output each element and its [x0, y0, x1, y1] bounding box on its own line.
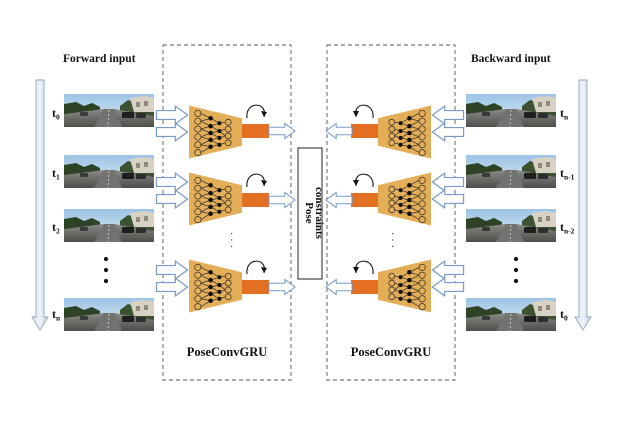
right-output-arrows [325, 122, 353, 296]
pose-constraints-line2: constraints [313, 187, 325, 240]
left-module-box [162, 44, 292, 381]
left-row-4 [189, 259, 269, 313]
encoder-icon [378, 259, 431, 313]
left-module-rows: · · · [189, 104, 269, 313]
encoder-icon [189, 172, 242, 226]
right-row-2 [351, 172, 431, 226]
backward-label-0: tn [560, 106, 569, 122]
input-arrow [155, 122, 189, 142]
backward-input-title: Backward input [471, 53, 551, 65]
forward-time-labels: t0 t1 t2 tn [52, 106, 61, 323]
gru-cell [351, 193, 378, 207]
forward-label-2: t2 [52, 220, 60, 236]
input-arrow [431, 260, 465, 280]
left-ellipsis: · · · [225, 232, 237, 249]
input-arrow [155, 277, 189, 297]
left-row-1 [189, 104, 269, 159]
right-input-arrows [431, 105, 465, 297]
forward-vertical-dots [103, 256, 109, 284]
output-arrow [325, 278, 353, 296]
backward-label-3: t0 [560, 307, 568, 323]
right-row-4 [351, 259, 431, 313]
input-arrow [431, 172, 465, 192]
encoder-icon [189, 105, 242, 159]
backward-frame-0 [466, 94, 556, 127]
input-arrow [155, 172, 189, 192]
right-module-caption: PoseConvGRU [351, 345, 432, 359]
forward-frame-3 [64, 298, 154, 331]
gru-cell [351, 124, 378, 138]
left-row-2 [189, 172, 269, 226]
gru-cell [351, 280, 378, 294]
input-arrow [431, 189, 465, 209]
right-module-box [326, 44, 456, 381]
backward-frame-1 [466, 155, 556, 188]
right-ellipsis: · · · [386, 232, 398, 249]
forward-label-0: t0 [52, 106, 60, 122]
input-arrow [431, 122, 465, 142]
forward-label-3: tn [52, 307, 61, 323]
left-input-arrows [155, 105, 189, 297]
gru-cell [242, 280, 269, 294]
right-module-rows: · · · [351, 104, 431, 313]
backward-label-2: tn-2 [560, 220, 575, 236]
output-arrow [325, 122, 353, 140]
forward-label-1: t1 [52, 166, 60, 182]
forward-time-arrow [31, 79, 49, 331]
backward-vertical-dots [513, 256, 519, 284]
pose-constraints-box: Pose constraints [297, 147, 325, 280]
input-arrow [431, 105, 465, 125]
backward-frame-3 [466, 298, 556, 331]
gru-cell [242, 193, 269, 207]
input-arrow [155, 105, 189, 125]
backward-time-arrow [574, 79, 592, 331]
backward-frame-2 [466, 209, 556, 242]
gru-cell [242, 124, 269, 138]
forward-frame-1 [64, 155, 154, 188]
forward-frame-0 [64, 94, 154, 127]
forward-frame-2 [64, 209, 154, 242]
right-row-1 [351, 104, 431, 159]
encoder-icon [378, 172, 431, 226]
left-module-caption: PoseConvGRU [187, 345, 268, 359]
backward-label-1: tn-1 [560, 166, 575, 182]
input-arrow [155, 189, 189, 209]
encoder-icon [189, 259, 242, 313]
backward-time-labels: tn tn-1 tn-2 t0 [560, 106, 575, 323]
pose-constraints-line1: Pose [303, 202, 315, 224]
output-arrow [325, 191, 353, 209]
input-arrow [155, 260, 189, 280]
input-arrow [431, 277, 465, 297]
encoder-icon [378, 105, 431, 159]
forward-input-title: Forward input [63, 53, 136, 65]
